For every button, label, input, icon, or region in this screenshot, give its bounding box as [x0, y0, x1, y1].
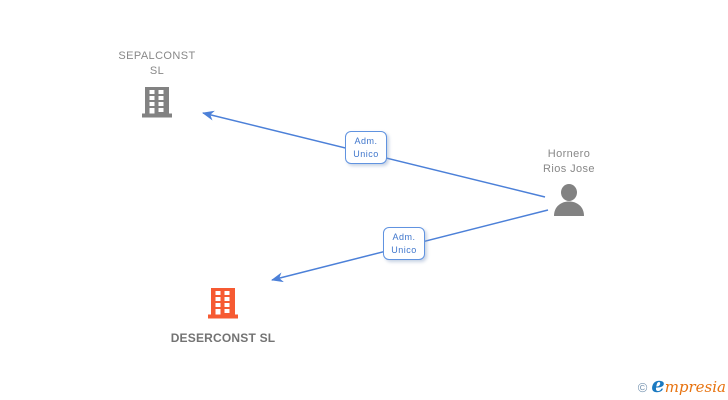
role-line2: Unico: [391, 245, 417, 255]
company-node-deserconst[interactable]: DESERCONST SL: [143, 287, 303, 346]
company-name-line2: SL: [149, 65, 165, 77]
person-name-line1: Hornero: [547, 148, 591, 160]
relationship-label-adm-unico-2: Adm. Unico: [383, 227, 425, 260]
person-node-hornero[interactable]: Hornero Rios Jose: [509, 147, 629, 221]
building-icon: [142, 87, 172, 118]
person-icon: [554, 184, 584, 216]
empresia-logo[interactable]: © e mpresia: [638, 372, 726, 398]
company-node-sepalconst[interactable]: SEPALCONST SL: [97, 49, 217, 124]
role-line1: Adm.: [392, 232, 416, 242]
copyright-icon: ©: [637, 380, 648, 395]
building-icon: [208, 288, 238, 319]
person-name: Hornero Rios Jose: [509, 147, 629, 177]
relationship-label-adm-unico-1: Adm. Unico: [345, 131, 387, 164]
company-name: SEPALCONST SL: [97, 49, 217, 79]
brand-wordmark: mpresia: [664, 378, 726, 396]
company-name-line1: SEPALCONST: [118, 50, 196, 62]
role-line2: Unico: [353, 149, 379, 159]
company-name: DESERCONST SL: [170, 331, 276, 345]
person-name-line2: Rios Jose: [543, 163, 595, 175]
role-line1: Adm.: [354, 136, 378, 146]
brand-initial: e: [651, 372, 665, 397]
